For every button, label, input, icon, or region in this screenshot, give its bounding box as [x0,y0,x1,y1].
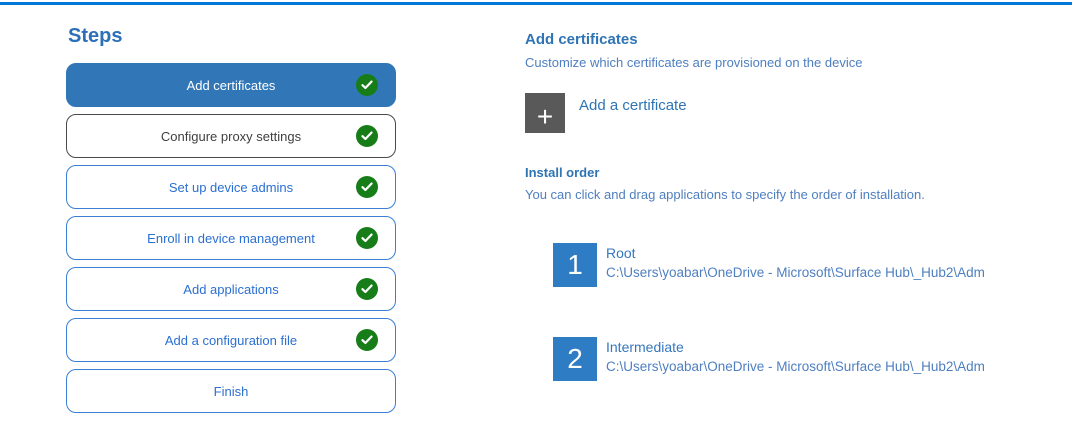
check-icon [356,125,378,147]
step-label: Set up device admins [168,179,294,195]
steps-panel: Steps Add certificates Configure proxy s… [66,25,396,420]
certificate-text: Root C:\Users\yoabar\OneDrive - Microsof… [606,245,985,280]
step-add-a-configuration-file[interactable]: Add a configuration file [66,318,396,362]
order-number-badge: 2 [553,337,597,381]
certificate-list-item[interactable]: 2 Intermediate C:\Users\yoabar\OneDrive … [553,337,1045,381]
install-order-description: You can click and drag applications to s… [525,187,925,202]
steps-panel-title: Steps [68,25,123,47]
certificate-name: Root [606,245,636,261]
step-set-up-device-admins[interactable]: Set up device admins [66,165,396,209]
page-title: Add certificates [525,31,638,48]
step-configure-proxy-settings[interactable]: Configure proxy settings [66,114,396,158]
add-certificate-label: Add a certificate [579,97,687,114]
check-icon [356,278,378,300]
step-label: Add a configuration file [164,332,298,348]
add-certificates-panel: Add certificates Customize which certifi… [525,31,1045,381]
install-order-title: Install order [525,165,600,180]
certificate-list: 1 Root C:\Users\yoabar\OneDrive - Micros… [553,243,1045,381]
step-enroll-in-device-management[interactable]: Enroll in device management [66,216,396,260]
order-number-badge: 1 [553,243,597,287]
page-subtitle: Customize which certificates are provisi… [525,55,863,70]
step-label: Add certificates [186,77,276,93]
check-icon [356,227,378,249]
step-add-certificates[interactable]: Add certificates [66,63,396,107]
step-label: Add applications [183,281,279,297]
certificate-text: Intermediate C:\Users\yoabar\OneDrive - … [606,339,985,374]
check-icon [356,329,378,351]
install-order-section: Install order You can click and drag app… [525,165,1045,381]
step-label: Configure proxy settings [160,128,302,144]
certificate-list-item[interactable]: 1 Root C:\Users\yoabar\OneDrive - Micros… [553,243,1045,287]
step-add-applications[interactable]: Add applications [66,267,396,311]
step-label: Enroll in device management [147,230,315,246]
step-label: Finish [213,383,249,399]
certificate-name: Intermediate [606,339,684,355]
top-accent-bar [0,2,1072,5]
plus-icon: + [525,93,565,133]
check-icon [356,74,378,96]
check-icon [356,176,378,198]
certificate-path: C:\Users\yoabar\OneDrive - Microsoft\Sur… [606,359,985,374]
step-finish[interactable]: Finish [66,369,396,413]
add-certificate-button[interactable]: + Add a certificate [525,93,687,133]
certificate-path: C:\Users\yoabar\OneDrive - Microsoft\Sur… [606,265,985,280]
